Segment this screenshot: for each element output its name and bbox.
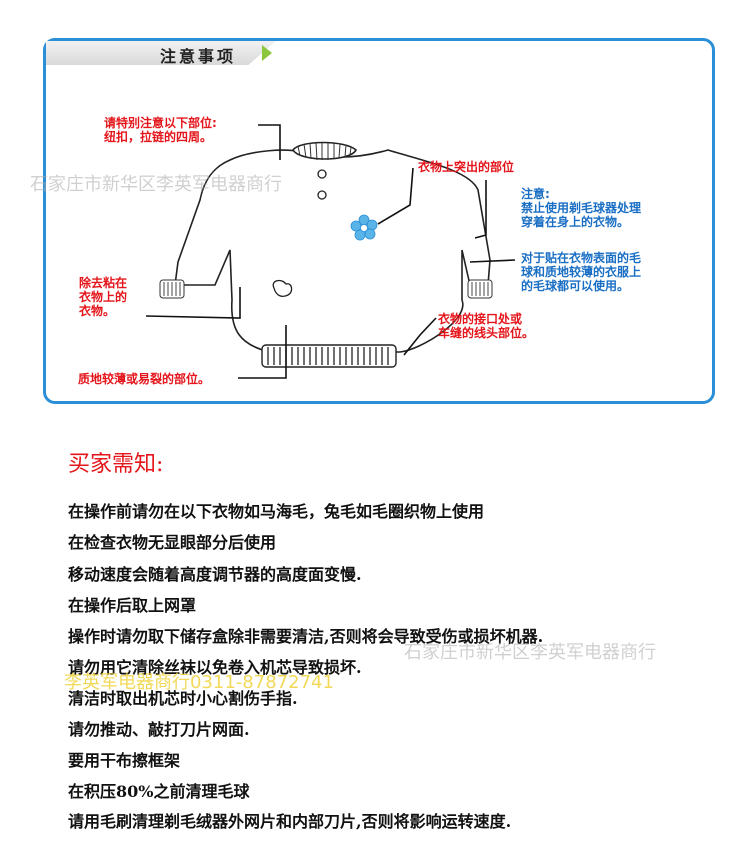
list-item: 在检查衣物无显眼部分后使用: [68, 533, 277, 552]
label-remove-stuck: 除去粘在 衣物上的 衣物。: [79, 276, 128, 318]
label-protruding: 衣物上突出的部位: [418, 160, 515, 174]
label-seams: 衣物的接口处或 车缝的线头部位。: [438, 312, 535, 340]
list-item: 在操作前请勿在以下衣物如马海毛，兔毛如毛圈织物上使用: [68, 502, 485, 521]
store-watermark: 石家庄市新华区李英军电器商行: [404, 642, 656, 663]
label-flat-items: 对于贴在衣物表面的毛 球和质地较薄的衣服上 的毛球都可以使用。: [521, 251, 642, 293]
page-title: 注意事项: [160, 47, 237, 66]
label-notice: 注意: 禁止使用剃毛球器处理 穿着在身上的衣物。: [521, 187, 642, 229]
list-item: 移动速度会随着高度调节器的高度面变慢.: [68, 565, 362, 584]
buyer-notes-title: 买家需知:: [68, 452, 164, 477]
arrow-icon: [262, 45, 272, 61]
label-attention-parts: 请特别注意以下部位: 纽扣，拉链的四周。: [104, 116, 217, 144]
store-watermark: 石家庄市新华区李英军电器商行: [30, 174, 282, 195]
phone-watermark: 李英军电器商行0311-87872741: [64, 672, 334, 693]
label-thin-fragile: 质地较薄或易裂的部位。: [78, 372, 211, 386]
list-item: 要用干布擦框架: [68, 751, 181, 770]
list-item: 清洁时取出机芯时小心割伤手指.: [68, 689, 298, 708]
list-item: 在操作后取上网罩: [68, 596, 197, 615]
list-item: 在积压80%之前清理毛球: [68, 782, 250, 801]
header-tab: [46, 41, 276, 65]
list-item: 请勿推动、敲打刀片网面.: [68, 720, 250, 739]
list-item: 操作时请勿取下储存盒除非需要清洁,否则将会导致受伤或损坏机器.: [68, 627, 544, 646]
list-item: 请用毛刷清理剃毛绒器外网片和内部刀片,否则将影响运转速度.: [68, 812, 512, 831]
list-item: 请勿用它清除丝袜以免卷入机芯导致损坏.: [68, 658, 362, 677]
